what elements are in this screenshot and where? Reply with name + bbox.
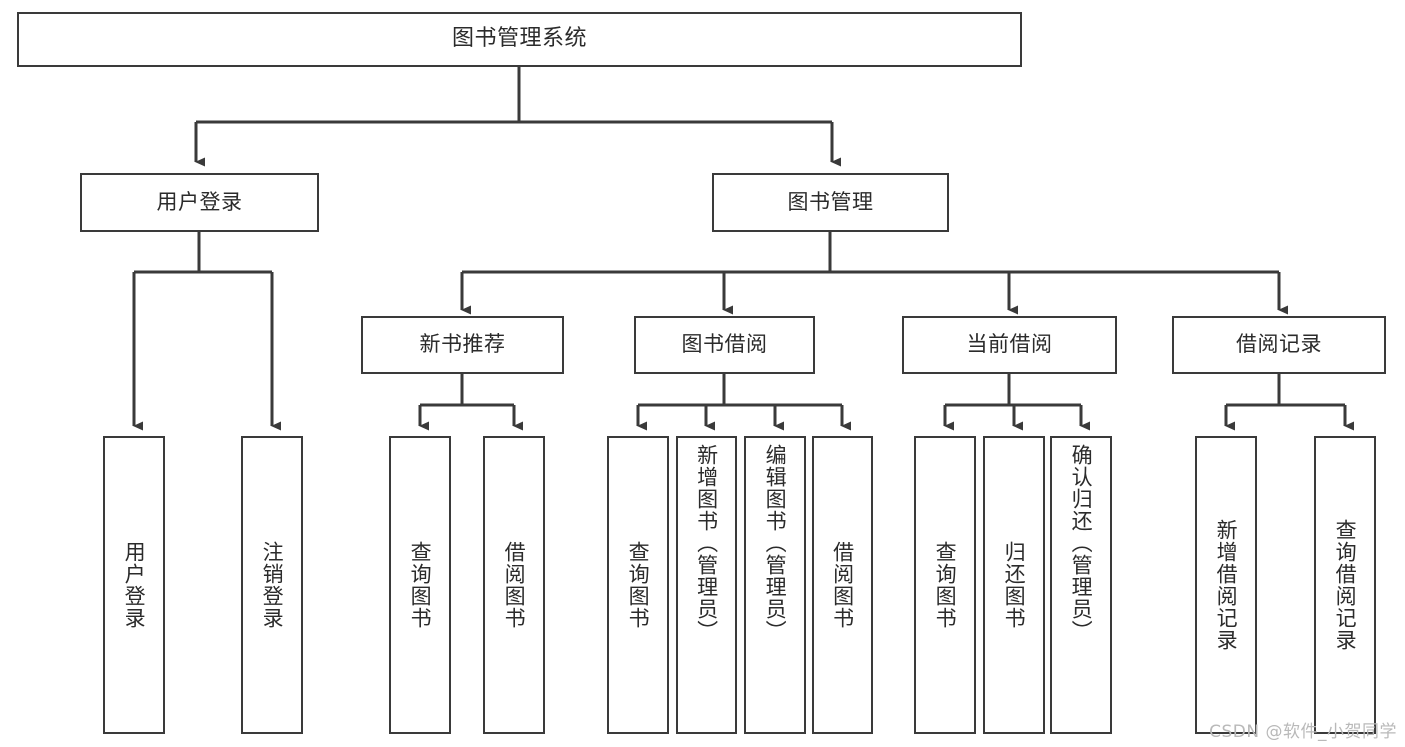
node-leaf-query-book-1[interactable]: 查询图书	[389, 436, 451, 734]
node-label: 查询图书	[626, 541, 651, 629]
node-leaf-user-login[interactable]: 用户登录	[103, 436, 165, 734]
node-label: 查询借阅记录	[1333, 519, 1358, 651]
node-label: 查询图书	[933, 541, 958, 629]
node-system-root[interactable]: 图书管理系统	[17, 12, 1022, 67]
node-leaf-logout-login[interactable]: 注销登录	[241, 436, 303, 734]
node-label: 图书管理	[787, 189, 874, 214]
node-leaf-query-book-2[interactable]: 查询图书	[607, 436, 669, 734]
node-label: 归还图书	[1002, 541, 1027, 629]
node-label: 新增借阅记录	[1214, 519, 1239, 651]
node-leaf-edit-book[interactable]: 编辑图书（管理员）	[744, 436, 806, 734]
node-label: 借阅图书	[830, 541, 855, 629]
node-label: 图书借阅	[681, 332, 768, 357]
node-leaf-query-record[interactable]: 查询借阅记录	[1314, 436, 1376, 734]
node-label: 注销登录	[260, 541, 285, 629]
node-label: 借阅图书	[502, 541, 527, 629]
node-label: 用户登录	[122, 541, 147, 629]
node-leaf-add-book[interactable]: 新增图书（管理员）	[676, 436, 737, 734]
node-label: 图书管理系统	[451, 26, 587, 52]
node-label: 用户登录	[156, 189, 243, 214]
node-label: 查询图书	[408, 541, 433, 629]
node-borrow-record[interactable]: 借阅记录	[1172, 316, 1386, 374]
node-label: 借阅记录	[1236, 332, 1322, 357]
node-label: 新增图书（管理员）	[694, 444, 719, 642]
node-leaf-return-book[interactable]: 归还图书	[983, 436, 1045, 734]
node-leaf-confirm-return[interactable]: 确认归还（管理员）	[1050, 436, 1112, 734]
node-leaf-query-book-3[interactable]: 查询图书	[914, 436, 976, 734]
node-label: 当前借阅	[966, 332, 1053, 357]
node-label: 编辑图书（管理员）	[763, 444, 788, 642]
node-current-borrow[interactable]: 当前借阅	[902, 316, 1117, 374]
node-leaf-borrow-book-2[interactable]: 借阅图书	[812, 436, 873, 734]
node-book-management[interactable]: 图书管理	[712, 173, 949, 232]
node-leaf-add-record[interactable]: 新增借阅记录	[1195, 436, 1257, 734]
node-label: 新书推荐	[419, 332, 506, 357]
node-user-login[interactable]: 用户登录	[80, 173, 319, 232]
node-leaf-borrow-book-1[interactable]: 借阅图书	[483, 436, 545, 734]
node-label: 确认归还（管理员）	[1069, 444, 1094, 642]
node-book-borrow[interactable]: 图书借阅	[634, 316, 815, 374]
node-new-book-recommend[interactable]: 新书推荐	[361, 316, 564, 374]
